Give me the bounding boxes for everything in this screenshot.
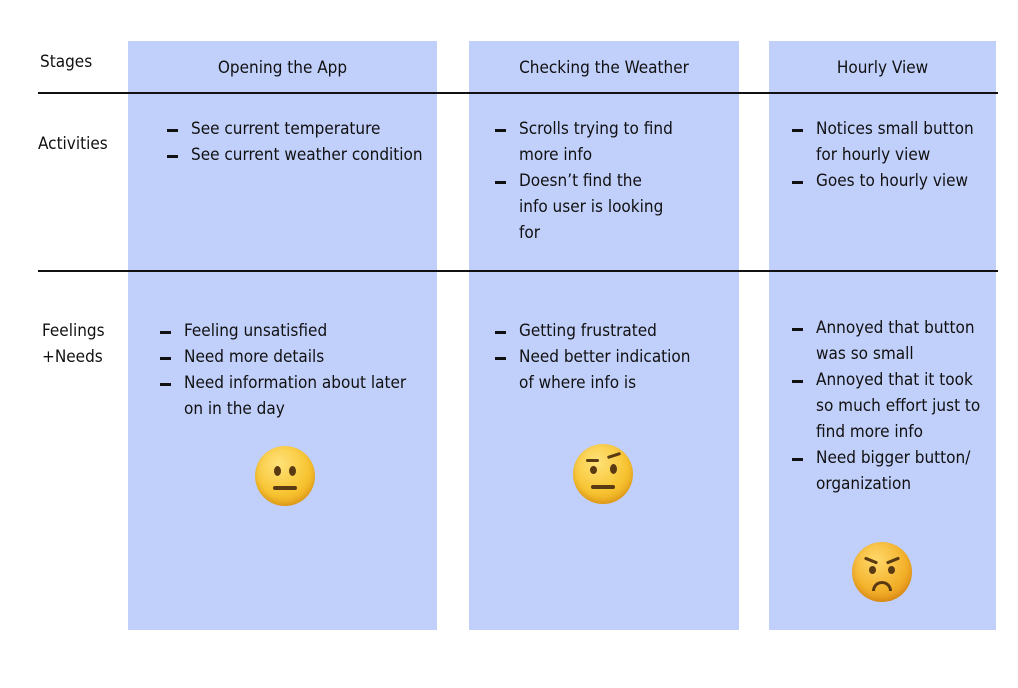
list-item: Need more details: [160, 344, 410, 370]
stage-title-2: Checking the Weather: [519, 58, 689, 78]
angry-face-icon: [852, 542, 912, 602]
stage-column-opening-the-app: [128, 41, 437, 630]
stage-title-1: Opening the App: [217, 58, 348, 78]
feelings-list-2: Getting frustrated Need better indicatio…: [495, 318, 695, 396]
list-item: See current weather condition: [167, 142, 427, 168]
activities-list-2: Scrolls trying to find more info Doesn’t…: [495, 116, 675, 246]
activities-list-1: See current temperature See current weat…: [167, 116, 427, 168]
divider-line-middle: [38, 270, 998, 272]
list-item: Annoyed that button was so small: [792, 315, 982, 367]
list-item: Need bigger button/ organization: [792, 445, 982, 497]
list-item: Annoyed that it took so much effort just…: [792, 367, 982, 445]
row-label-activities: Activities: [38, 134, 108, 154]
divider-line-top: [38, 92, 998, 94]
activities-list-3: Notices small button for hourly view Goe…: [792, 116, 982, 194]
list-item: Notices small button for hourly view: [792, 116, 982, 168]
list-item: See current temperature: [167, 116, 427, 142]
neutral-face-icon: [255, 446, 315, 506]
list-item: Doesn’t find the info user is looking fo…: [495, 168, 675, 246]
list-item: Feeling unsatisfied: [160, 318, 410, 344]
list-item: Need better indication of where info is: [495, 344, 695, 396]
stage-title-3: Hourly View: [836, 58, 929, 78]
stage-column-checking-the-weather: [469, 41, 739, 630]
stage-column-hourly-view: [769, 41, 996, 630]
row-label-stages: Stages: [40, 52, 93, 72]
face-with-raised-eyebrow-icon: [573, 444, 633, 504]
feelings-list-1: Feeling unsatisfied Need more details Ne…: [160, 318, 410, 422]
feelings-list-3: Annoyed that button was so small Annoyed…: [792, 315, 982, 497]
list-item: Getting frustrated: [495, 318, 695, 344]
list-item: Need information about later on in the d…: [160, 370, 410, 422]
list-item: Goes to hourly view: [792, 168, 982, 194]
row-label-feelings-needs: Feelings +Needs: [42, 321, 105, 367]
list-item: Scrolls trying to find more info: [495, 116, 675, 168]
